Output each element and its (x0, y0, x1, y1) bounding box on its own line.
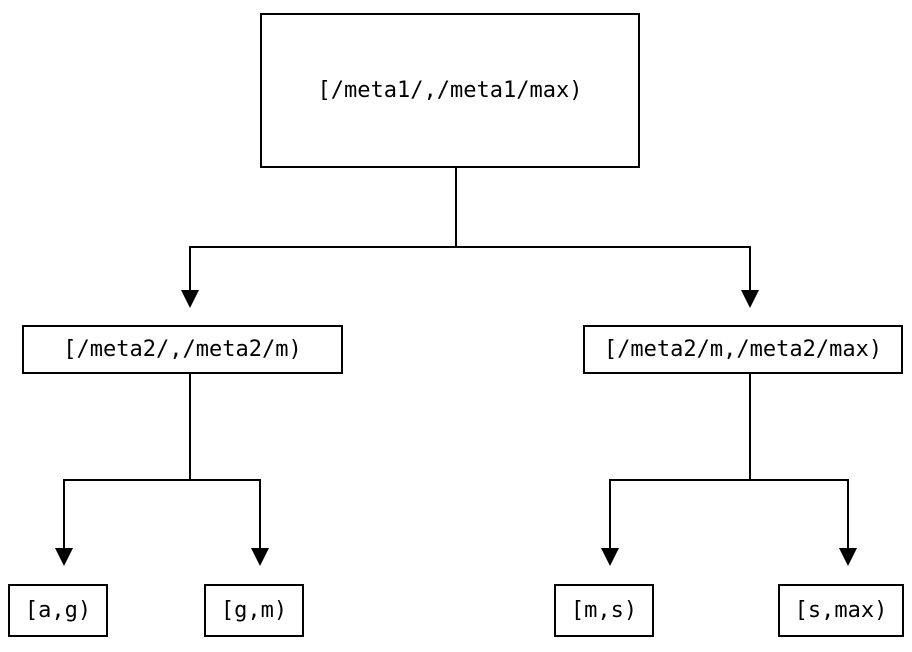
tree-node-leaf-a-g: [a,g) (8, 584, 108, 637)
edge-level2-right-to-leaves (601, 374, 857, 566)
tree-node-level2-left-label: [/meta2/,/meta2/m) (63, 336, 302, 362)
arrowhead-icon (601, 548, 619, 566)
tree-node-root-label: [/meta1/,/meta1/max) (317, 77, 583, 103)
tree-node-leaf-a-g-label: [a,g) (24, 597, 92, 623)
tree-node-leaf-g-m: [g,m) (204, 584, 304, 637)
arrowhead-icon (839, 548, 857, 566)
arrowhead-icon (741, 290, 759, 308)
tree-node-level2-left: [/meta2/,/meta2/m) (22, 325, 343, 374)
arrowhead-icon (251, 548, 269, 566)
tree-node-leaf-m-s-label: [m,s) (570, 597, 638, 623)
edge-level2-left-to-leaves (55, 374, 269, 566)
tree-node-leaf-s-max: [s,max) (778, 584, 904, 637)
tree-node-level2-right-label: [/meta2/m,/meta2/max) (603, 336, 883, 362)
tree-node-level2-right: [/meta2/m,/meta2/max) (583, 325, 903, 374)
tree-node-leaf-s-max-label: [s,max) (794, 597, 888, 623)
tree-node-leaf-g-m-label: [g,m) (220, 597, 288, 623)
tree-node-root: [/meta1/,/meta1/max) (260, 13, 640, 168)
arrowhead-icon (55, 548, 73, 566)
edge-root-to-level2 (181, 168, 759, 308)
tree-node-leaf-m-s: [m,s) (554, 584, 654, 637)
arrowhead-icon (181, 290, 199, 308)
